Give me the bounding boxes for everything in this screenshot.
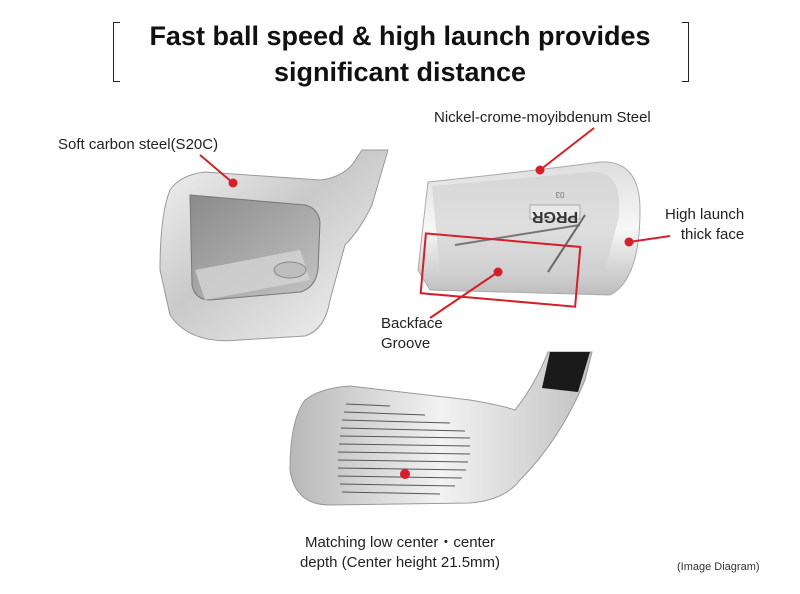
center-gravity-label: Matching low center・center depth (Center…	[262, 533, 538, 573]
brand-logo: PRGR	[531, 208, 578, 225]
high-launch-label: High launch thick face	[665, 205, 744, 245]
nickel-steel-label: Nickel-crome-moyibdenum Steel	[434, 109, 651, 126]
groove-highlight-box	[419, 232, 582, 308]
high-launch-line-1: High launch	[665, 206, 745, 223]
groove-line-1: Backface	[381, 315, 443, 332]
title-line-2: significant distance	[273, 57, 527, 87]
image-diagram-note: (Image Diagram)	[677, 561, 760, 573]
groove-line-2: Groove	[381, 335, 431, 352]
diagram-title: Fast ball speed & high launch provides s…	[0, 18, 800, 90]
back-view-illustration: PRGR 03	[417, 161, 641, 308]
soft-carbon-label: Soft carbon steel(S20C)	[58, 136, 219, 153]
title-line-1: Fast ball speed & high launch provides	[149, 21, 651, 51]
brand-model: 03	[555, 190, 564, 199]
face-view-illustration	[289, 351, 593, 506]
backface-groove-label: Backface Groove	[381, 314, 443, 354]
center-line-2: depth (Center height 21.5mm)	[299, 554, 501, 571]
center-of-gravity-marker	[400, 469, 410, 479]
face-grooves	[337, 403, 471, 495]
callouts	[199, 127, 671, 479]
high-launch-line-2: thick face	[680, 226, 745, 243]
title-bracket-left	[113, 22, 120, 82]
title-bracket-right	[682, 22, 689, 82]
cavity-head-illustration	[159, 149, 389, 342]
center-line-1: Matching low center・center	[304, 534, 496, 551]
